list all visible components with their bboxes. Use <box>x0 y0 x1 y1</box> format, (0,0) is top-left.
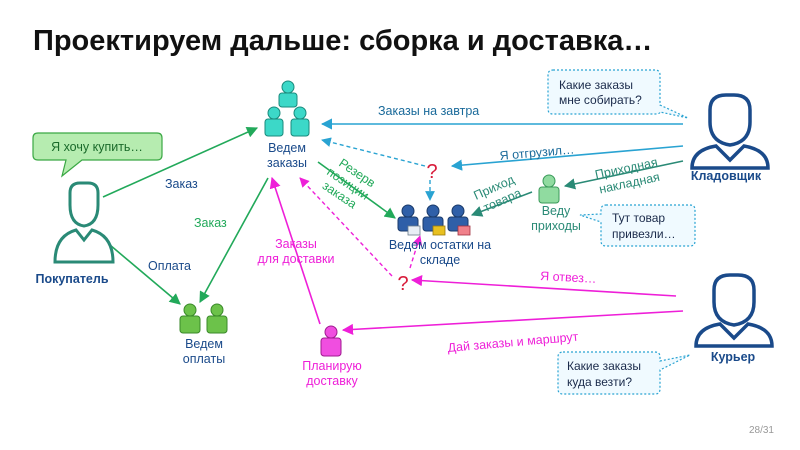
arrow-question-orders-dashed <box>321 137 426 167</box>
arrow-order-payments <box>199 177 269 303</box>
buyer-icon <box>53 181 115 264</box>
stock-process-icon <box>397 204 471 236</box>
arrow-give-orders-route <box>341 310 684 336</box>
storekeeper-speech2-line-1: Тут товар <box>612 211 665 225</box>
arrow-shipped <box>450 145 684 171</box>
arrow-delivered <box>410 275 677 297</box>
slide-title: Проектируем дальше: сборка и доставка… <box>33 25 653 57</box>
courier-speech-bubble: Какие заказы куда везти? <box>557 351 691 395</box>
arrow-order-buyer <box>102 127 259 198</box>
flow-label-goods-receipt: Приход товара <box>472 172 524 215</box>
arrow-question2-orders-dashed <box>299 177 393 277</box>
orders-process-label-1: Ведем <box>268 141 306 155</box>
arrow-question2-stock-dashed <box>409 235 423 269</box>
arrow-receipt-doc <box>563 160 684 190</box>
flow-label-order-buyer: Заказ <box>165 177 198 191</box>
storekeeper-speech-bubble-2: Тут товар привезли… <box>579 204 696 247</box>
payments-process-label-2: оплаты <box>183 352 225 366</box>
flow-label-orders-tomorrow: Заказы на завтра <box>378 104 479 118</box>
buyer-label: Покупатель <box>35 272 108 286</box>
storekeeper-icon <box>690 93 770 170</box>
orders-process-icon <box>264 80 310 137</box>
courier-speech-line-1: Какие заказы <box>567 359 641 373</box>
arrow-goods-receipt <box>470 191 533 217</box>
storekeeper-speech-bubble: Какие заказы мне собирать? <box>547 69 689 119</box>
courier-icon <box>694 273 774 348</box>
page-number: 28/31 <box>748 425 774 436</box>
courier-label: Курьер <box>711 350 756 364</box>
question-mark-delivery: ? <box>397 273 408 295</box>
flow-label-order-green: Заказ <box>194 216 227 230</box>
flow-label-orders-delivery-1: Заказы <box>275 237 317 251</box>
receipts-process-icon <box>538 174 560 204</box>
flow-label-orders-delivery-2: для доставки <box>258 252 335 266</box>
storekeeper-speech2-line-2: привезли… <box>612 227 676 241</box>
payments-process-icon <box>179 303 228 334</box>
arrow-orders-delivery <box>269 176 321 325</box>
delivery-process-icon <box>320 325 342 357</box>
storekeeper-speech-line-2: мне собирать? <box>559 93 642 107</box>
flow-label-payment: Оплата <box>148 259 191 273</box>
receipts-process-label-2: приходы <box>531 219 581 233</box>
stock-process-label-2: складе <box>420 253 460 267</box>
receipts-process-label-1: Веду <box>542 204 571 218</box>
arrow-payment <box>109 244 181 305</box>
flow-label-shipped: Я отгрузил… <box>499 143 575 163</box>
flow-label-give-orders-route: Дай заказы и маршрут <box>447 330 579 355</box>
buyer-speech-bubble: Я хочу купить… <box>32 132 163 178</box>
storekeeper-label: Кладовщик <box>691 169 762 183</box>
flow-label-reserve: Резерв позиции заказа <box>320 156 378 211</box>
flow-label-delivered: Я отвез… <box>540 269 597 286</box>
flow-label-receipt-doc: Приходная накладная <box>594 155 661 196</box>
question-mark-stock: ? <box>426 161 437 183</box>
arrow-reserve <box>317 161 396 219</box>
buyer-speech-text: Я хочу купить… <box>51 140 143 154</box>
storekeeper-speech-line-1: Какие заказы <box>559 78 633 92</box>
delivery-process-label-1: Планирую <box>302 359 362 373</box>
payments-process-label-1: Ведем <box>185 337 223 351</box>
orders-process-label-2: заказы <box>267 156 307 170</box>
stock-process-label-1: Ведем остатки на <box>389 238 491 252</box>
courier-speech-line-2: куда везти? <box>567 375 632 389</box>
delivery-process-label-2: доставку <box>306 374 358 388</box>
